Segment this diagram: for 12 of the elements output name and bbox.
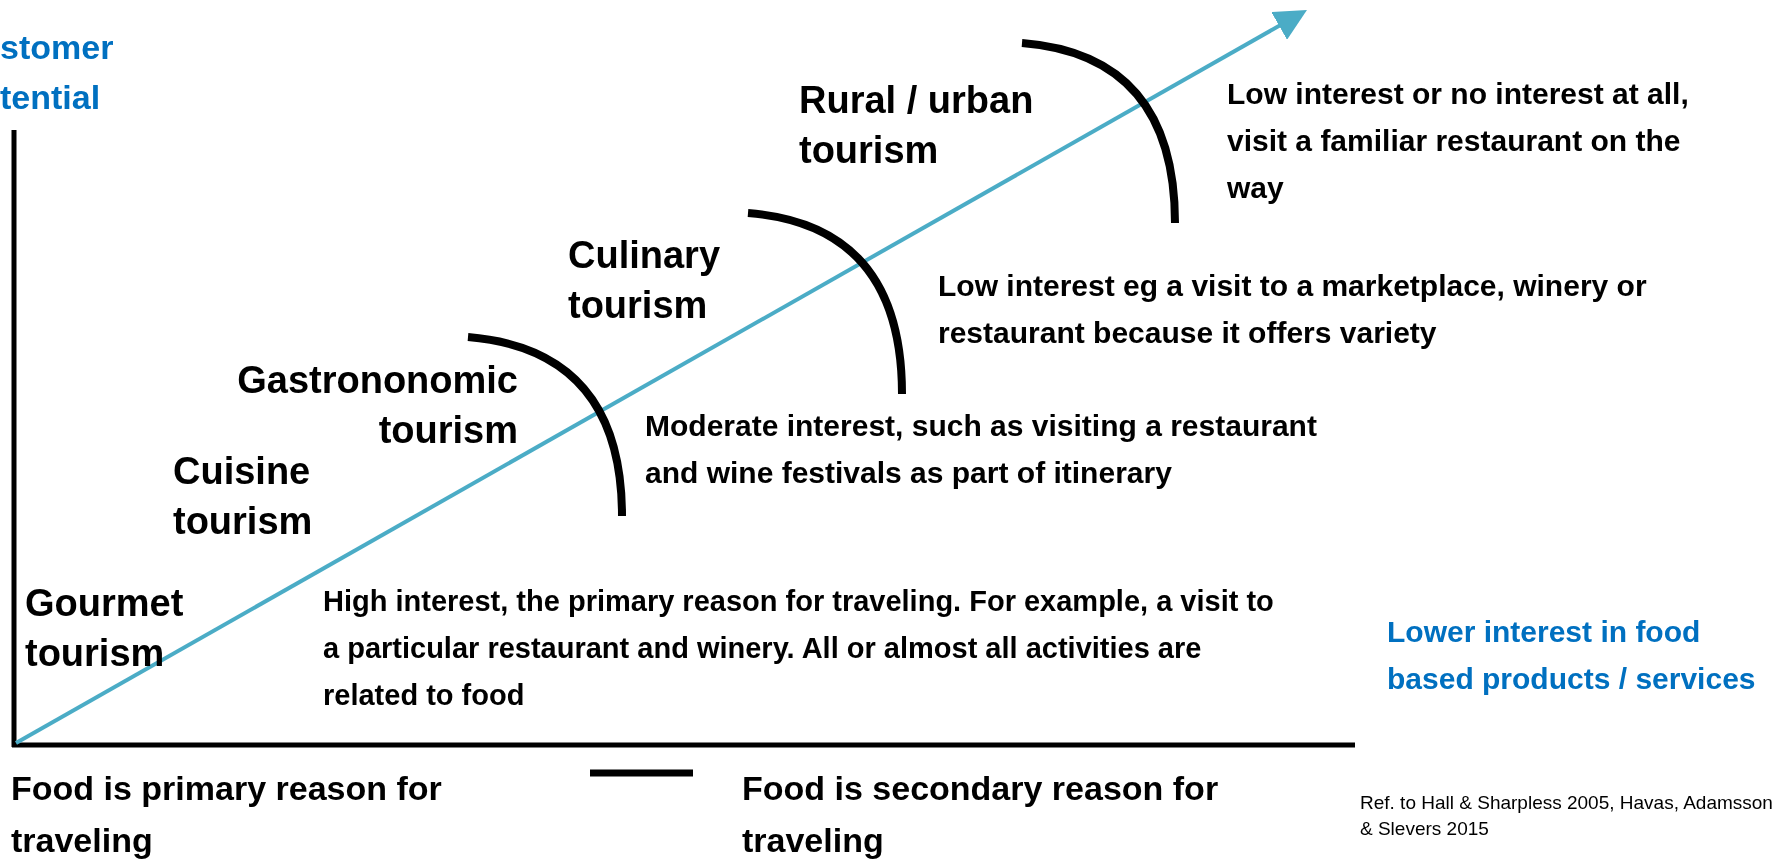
axis-label: stomer tential [0, 27, 115, 118]
stage-label: Culinary tourism [568, 233, 722, 328]
axis-label: Lower interest in food based products / services [1387, 614, 1757, 697]
description-text: Low interest eg a visit to a marketplace, winery or restaurant because it offers variety [938, 268, 1648, 351]
axis-label: Food is primary reason for traveling [11, 768, 443, 861]
description-text: High interest, the primary reason for traveling. For example, a visit to a particular restaurant and winery. All or almost all activities are related to food [323, 584, 1275, 713]
axis-label: Food is secondary reason for traveling [742, 768, 1220, 861]
description-text: Moderate interest, such as visiting a restaurant and wine festivals as part of itinerary [645, 408, 1318, 491]
stage-label: Rural / urban tourism [799, 78, 1035, 173]
description-text: Low interest or no interest at all, visit a familiar restaurant on the way [1227, 76, 1690, 206]
stage-label: Gourmet tourism [25, 581, 185, 676]
reference-note: Ref. to Hall & Sharpless 2005, Havas, Adamsson & Slevers 2015 [1360, 791, 1774, 841]
